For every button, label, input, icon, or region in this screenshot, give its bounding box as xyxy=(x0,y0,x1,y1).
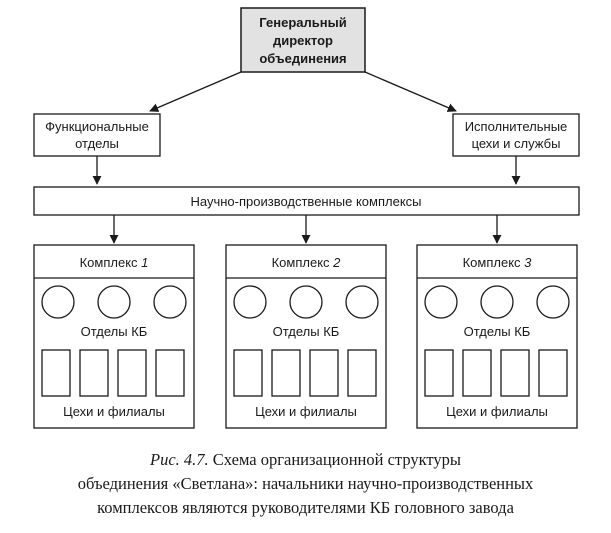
complex-number: 1 xyxy=(141,255,148,270)
functional-departments-box: Функциональные отделы xyxy=(33,113,161,157)
shop-rectangle xyxy=(462,349,492,397)
shop-rectangle xyxy=(41,349,71,397)
kb-department-circle xyxy=(153,285,187,319)
complex-frame xyxy=(225,244,387,429)
complex-title-prefix: Комплекс xyxy=(463,255,525,270)
kb-department-circle xyxy=(289,285,323,319)
caption-line-3: комплексов являются руководителями КБ го… xyxy=(97,498,514,517)
complex-title: Комплекс 3 xyxy=(463,255,533,270)
research-complexes-bar: Научно-производственные комплексы xyxy=(33,186,580,216)
kb-departments-label: Отделы КБ xyxy=(464,324,531,339)
kb-department-circle xyxy=(480,285,514,319)
complex-number: 2 xyxy=(332,255,341,270)
shop-rectangle xyxy=(309,349,339,397)
shop-rectangle xyxy=(155,349,185,397)
director-line-1: Генеральный xyxy=(259,15,346,30)
functional-line-2: отделы xyxy=(75,136,119,151)
shops-branches-label: Цехи и филиалы xyxy=(446,404,548,419)
kb-department-circle xyxy=(233,285,267,319)
kb-department-circle xyxy=(536,285,570,319)
director-line-3: объединения xyxy=(259,51,346,66)
shop-rectangle xyxy=(79,349,109,397)
complex-title-prefix: Комплекс xyxy=(80,255,142,270)
shop-rectangle xyxy=(271,349,301,397)
arrow-to-functional xyxy=(149,71,242,112)
shops-branches-label: Цехи и филиалы xyxy=(255,404,357,419)
shop-rectangle xyxy=(233,349,263,397)
functional-line-1: Функциональные xyxy=(45,119,149,134)
director-line-2: директор xyxy=(273,33,333,48)
kb-departments-label: Отделы КБ xyxy=(273,324,340,339)
complex-title-prefix: Комплекс xyxy=(272,255,334,270)
kb-departments-label: Отделы КБ xyxy=(81,324,148,339)
complex-frame xyxy=(33,244,195,429)
complex-number: 3 xyxy=(524,255,532,270)
caption-line-2: объединения «Светлана»: начальники научн… xyxy=(77,474,534,493)
executive-line-1: Исполнительные xyxy=(465,119,568,134)
shop-rectangle xyxy=(500,349,530,397)
research-complexes-label: Научно-производственные комплексы xyxy=(190,194,421,209)
complex-title: Комплекс 2 xyxy=(272,255,342,270)
kb-department-circle xyxy=(345,285,379,319)
kb-department-circle xyxy=(97,285,131,319)
caption-line-1: Рис. 4.7. Схема организационной структур… xyxy=(0,448,611,472)
kb-department-circle xyxy=(41,285,75,319)
complex-title: Комплекс 1 xyxy=(80,255,149,270)
caption-text-1: Схема организационной структуры xyxy=(208,450,461,469)
caption-figure-number: Рис. 4.7. xyxy=(150,450,209,469)
arrow-to-executive xyxy=(364,71,457,112)
kb-department-circle xyxy=(424,285,458,319)
figure-caption: Рис. 4.7. Схема организационной структур… xyxy=(0,448,611,520)
shops-branches-label: Цехи и филиалы xyxy=(63,404,165,419)
executive-shops-box: Исполнительные цехи и службы xyxy=(452,113,580,157)
complex-frame xyxy=(416,244,578,429)
shop-rectangle xyxy=(538,349,568,397)
director-box: Генеральный директор объединения xyxy=(240,7,366,73)
shop-rectangle xyxy=(424,349,454,397)
shop-rectangle xyxy=(347,349,377,397)
executive-line-2: цехи и службы xyxy=(472,136,561,151)
shop-rectangle xyxy=(117,349,147,397)
